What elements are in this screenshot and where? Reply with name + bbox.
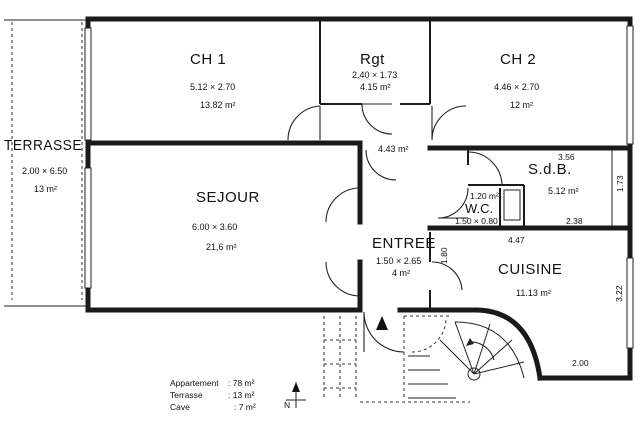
terrasse-area-value: 13 m² bbox=[34, 184, 57, 194]
summary-value-cellar: : 7 m² bbox=[234, 402, 256, 412]
compass-label: N bbox=[284, 400, 290, 410]
dim-2-38: 2.38 bbox=[566, 216, 583, 226]
dim-1-73: 1.73 bbox=[615, 175, 625, 192]
wc-dims: 1.50 × 0.80 bbox=[455, 216, 498, 226]
ch2-name: CH 2 bbox=[500, 51, 536, 68]
entree-area: 4 m² bbox=[392, 268, 410, 278]
staircase bbox=[323, 307, 543, 403]
entree-dims: 1.50 × 2.65 bbox=[376, 256, 421, 266]
rgt-area: 4.15 m² bbox=[360, 82, 391, 92]
dim-4-47: 4.47 bbox=[508, 235, 525, 245]
ch2-dims: 4.46 × 2.70 bbox=[494, 82, 539, 92]
terrasse-name: TERRASSE bbox=[4, 137, 82, 154]
dim-1-80: 1.80 bbox=[439, 247, 449, 264]
terrasse-dims: 2.00 × 6.50 bbox=[22, 166, 67, 176]
sejour-name: SEJOUR bbox=[196, 189, 260, 206]
sejour-dims: 6.00 × 3.60 bbox=[192, 222, 237, 232]
summary-label-terrace: Terrasse bbox=[170, 390, 203, 400]
dim-2-00: 2.00 bbox=[572, 358, 589, 368]
summary-value-terrace: : 13 m² bbox=[228, 390, 255, 400]
dim-3-56: 3.56 bbox=[558, 152, 575, 162]
summary-value-apartment: : 78 m² bbox=[228, 378, 255, 388]
dim-3-22: 3.22 bbox=[614, 285, 624, 302]
interior-walls bbox=[85, 19, 633, 313]
ch1-name: CH 1 bbox=[190, 51, 226, 68]
ch2-area: 12 m² bbox=[510, 100, 533, 110]
cuisine-area: 11.13 m² bbox=[516, 288, 551, 298]
cuisine-name: CUISINE bbox=[498, 261, 562, 278]
windows bbox=[84, 25, 634, 349]
terrasse-area bbox=[4, 19, 86, 307]
wc-name: W.C. bbox=[465, 201, 493, 216]
summary-label-cellar: Cave bbox=[170, 402, 190, 412]
compass-icon bbox=[286, 382, 306, 408]
area-summary: Appartement : 78 m² Terrasse : 13 m² Cav… bbox=[170, 378, 256, 412]
entrance-arrow-icon bbox=[376, 316, 388, 330]
sdb-name: S.d.B. bbox=[528, 161, 572, 178]
wc-area: 1.20 m² bbox=[470, 191, 499, 201]
ch1-dims: 5.12 × 2.70 bbox=[190, 82, 235, 92]
ch1-area: 13.82 m² bbox=[200, 100, 236, 110]
summary-label-apartment: Appartement bbox=[170, 378, 219, 388]
rgt-name: Rgt bbox=[360, 51, 385, 68]
entree-name: ENTREE bbox=[372, 235, 436, 252]
sejour-area: 21,6 m² bbox=[206, 242, 237, 252]
rgt-dims: 2.40 × 1.73 bbox=[352, 70, 397, 80]
hall-area: 4.43 m² bbox=[378, 144, 409, 154]
doors bbox=[287, 103, 503, 353]
sdb-area: 5.12 m² bbox=[548, 186, 579, 196]
